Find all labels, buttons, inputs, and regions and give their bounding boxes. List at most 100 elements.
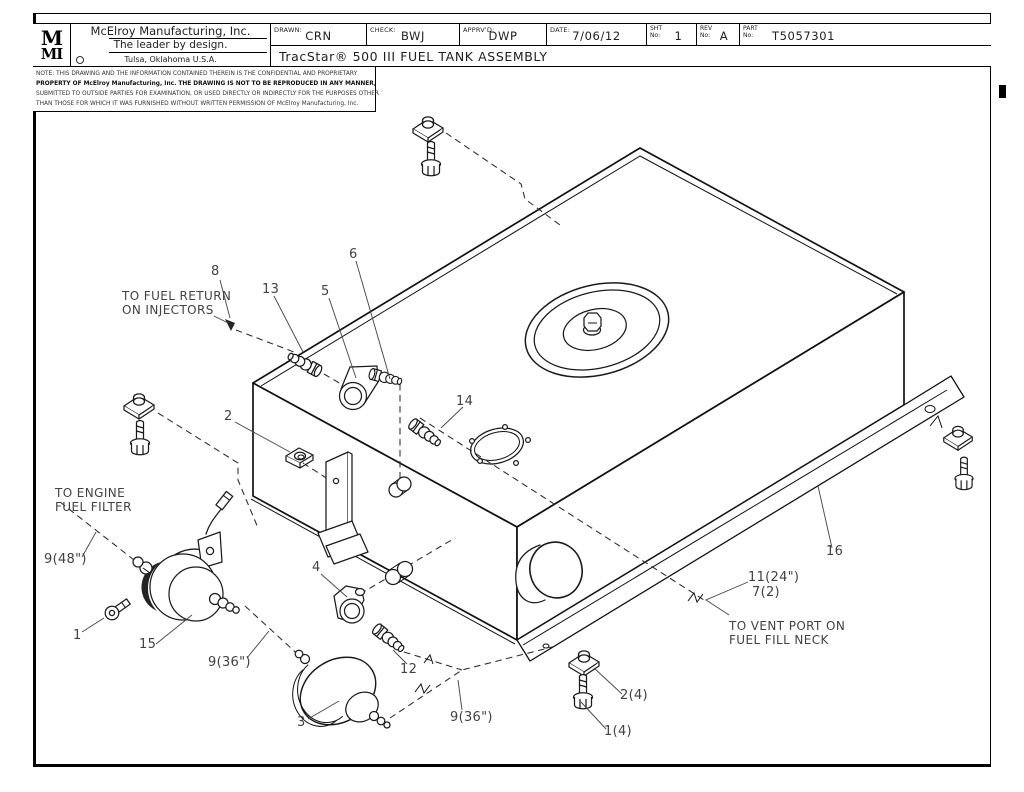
company-block: McElroy Manufacturing, Inc. The leader b… — [71, 24, 271, 66]
bolt-left — [129, 419, 151, 456]
callout-bolt-qty: 1(4) — [604, 724, 632, 739]
callout-14: 14 — [456, 394, 474, 409]
rev-value: A — [719, 29, 729, 43]
sender-port — [468, 423, 532, 467]
date-cell: DATE: 7/06/12 — [546, 24, 646, 45]
callout-clamp-qty: 2(4) — [620, 688, 648, 703]
hose-break-mark — [687, 591, 704, 604]
filter-inlet-barb — [294, 649, 311, 665]
pump-wire — [205, 507, 223, 535]
drawing-title-row: TracStar® 500 III FUEL TANK ASSEMBLY — [271, 46, 991, 66]
pump-face — [168, 566, 224, 622]
barb-fitting-12 — [370, 621, 408, 656]
annotation-line: FUEL FILL NECK — [729, 632, 829, 647]
bolt-top — [420, 140, 442, 177]
callout-12: 12 — [400, 662, 418, 677]
part-label: PART No: — [743, 25, 758, 39]
clip-nut — [285, 447, 314, 469]
sheet-label-1: SHT — [650, 25, 662, 32]
apprvd-value: DWP — [488, 29, 518, 43]
rev-label-1: REV — [700, 25, 713, 32]
drawn-value: CRN — [305, 29, 332, 43]
logo-mi-icon: MI — [40, 44, 64, 63]
registered-mark-icon — [76, 55, 84, 64]
sheet-edge-mark — [999, 85, 1006, 98]
top-clamp-dash — [445, 132, 561, 226]
cap-center-bolt — [582, 312, 602, 336]
hose-48-dash — [59, 501, 135, 561]
sheet-label: SHT No: — [650, 25, 662, 39]
sheet-cell: SHT No: 1 — [646, 24, 696, 45]
elbow-fitting-5-6 — [338, 365, 404, 411]
wall-port-grommet — [388, 476, 412, 498]
filter-outlet-barb — [368, 710, 391, 729]
fuel-filter — [292, 649, 391, 729]
wire-connector — [215, 490, 234, 511]
annotation-fuel-return: TO FUEL RETURN ON INJECTORS — [122, 289, 231, 317]
tank-bracket — [317, 451, 369, 565]
part-cell: PART No: T5057301 — [739, 24, 991, 45]
pump-inlet — [132, 556, 153, 575]
annotation-vent-port: TO VENT PORT ON FUEL FILL NECK — [729, 619, 846, 647]
hose-36-pump-dash — [244, 605, 305, 661]
title-block: M MI McElroy Manufacturing, Inc. The lea… — [33, 23, 991, 67]
callout-5: 5 — [321, 284, 330, 299]
left-clamp-dash — [157, 412, 259, 529]
drawn-cell: DRAWN: CRN — [271, 24, 366, 45]
logo-m-icon: M — [40, 25, 63, 50]
annotation-line: ON INJECTORS — [122, 302, 214, 317]
callout-2: 2 — [224, 409, 233, 424]
pump-outlet-barb — [208, 592, 240, 614]
sheet-value: 1 — [674, 29, 683, 43]
fuel-pump — [132, 490, 240, 622]
fill-neck-cylinder — [515, 541, 583, 604]
apprvd-cell: APPRV'D: DWP — [459, 24, 546, 45]
rev-label-2: No: — [700, 31, 711, 39]
clamp-top — [412, 116, 444, 143]
company-location: Tulsa, Oklahoma U.S.A. — [124, 54, 217, 64]
callout-vent-clamps: 7(2) — [752, 585, 780, 600]
callout-8: 8 — [211, 264, 220, 279]
callout-hose-36-filter: 9(36") — [450, 710, 493, 725]
mounting-flange-rail — [516, 375, 965, 662]
bolt-right — [954, 456, 974, 491]
tank-top-rim — [260, 155, 898, 387]
callout-16: 16 — [826, 544, 844, 559]
part-label-1: PART — [743, 25, 758, 32]
callout-13: 13 — [262, 282, 280, 297]
callout-vent-hose: 11(24") — [748, 570, 800, 585]
hose-36-filter-dash — [389, 645, 557, 719]
clamp-bottom — [568, 650, 600, 677]
callout-hose-48: 9(48") — [44, 552, 87, 567]
annotation-line: TO VENT PORT ON — [729, 619, 846, 633]
company-location-row: Tulsa, Oklahoma U.S.A. — [71, 53, 270, 67]
sheet-label-2: No: — [650, 31, 661, 39]
apprvd-label: APPRV'D: — [463, 25, 495, 34]
callout-3: 3 — [297, 715, 306, 730]
annotation-line: TO ENGINE — [55, 486, 126, 500]
rev-label: REV No: — [700, 25, 713, 39]
note-line-4: THAN THOSE FOR WHICH IT WAS FURNISHED WI… — [36, 100, 359, 107]
vent-hose-dash — [419, 417, 705, 601]
clamp-right — [943, 425, 973, 451]
note-line-3: SUBMITTED TO OUTSIDE PARTIES FOR EXAMINA… — [36, 90, 379, 97]
callout-15: 15 — [139, 637, 157, 652]
part-label-2: No: — [743, 31, 754, 39]
date-label: DATE: — [550, 25, 571, 34]
sheet-border — [33, 13, 991, 767]
tank-left-rail — [250, 498, 516, 645]
date-value: 7/06/12 — [572, 29, 621, 43]
part-value: T5057301 — [772, 29, 836, 43]
check-value: BWJ — [400, 29, 426, 43]
rev-cell: REV No: A — [696, 24, 739, 45]
annotation-line: FUEL FILTER — [55, 499, 132, 514]
callout-4: 4 — [312, 560, 321, 575]
callout-1: 1 — [73, 628, 82, 643]
drawn-label: DRAWN: — [274, 25, 303, 34]
clamp-left — [123, 393, 155, 420]
leader-lines — [81, 260, 833, 730]
return-hose-dash — [235, 329, 342, 385]
title-block-fields: DRAWN: CRN CHECK: BWJ APPRV'D: DWP DATE:… — [271, 24, 991, 66]
